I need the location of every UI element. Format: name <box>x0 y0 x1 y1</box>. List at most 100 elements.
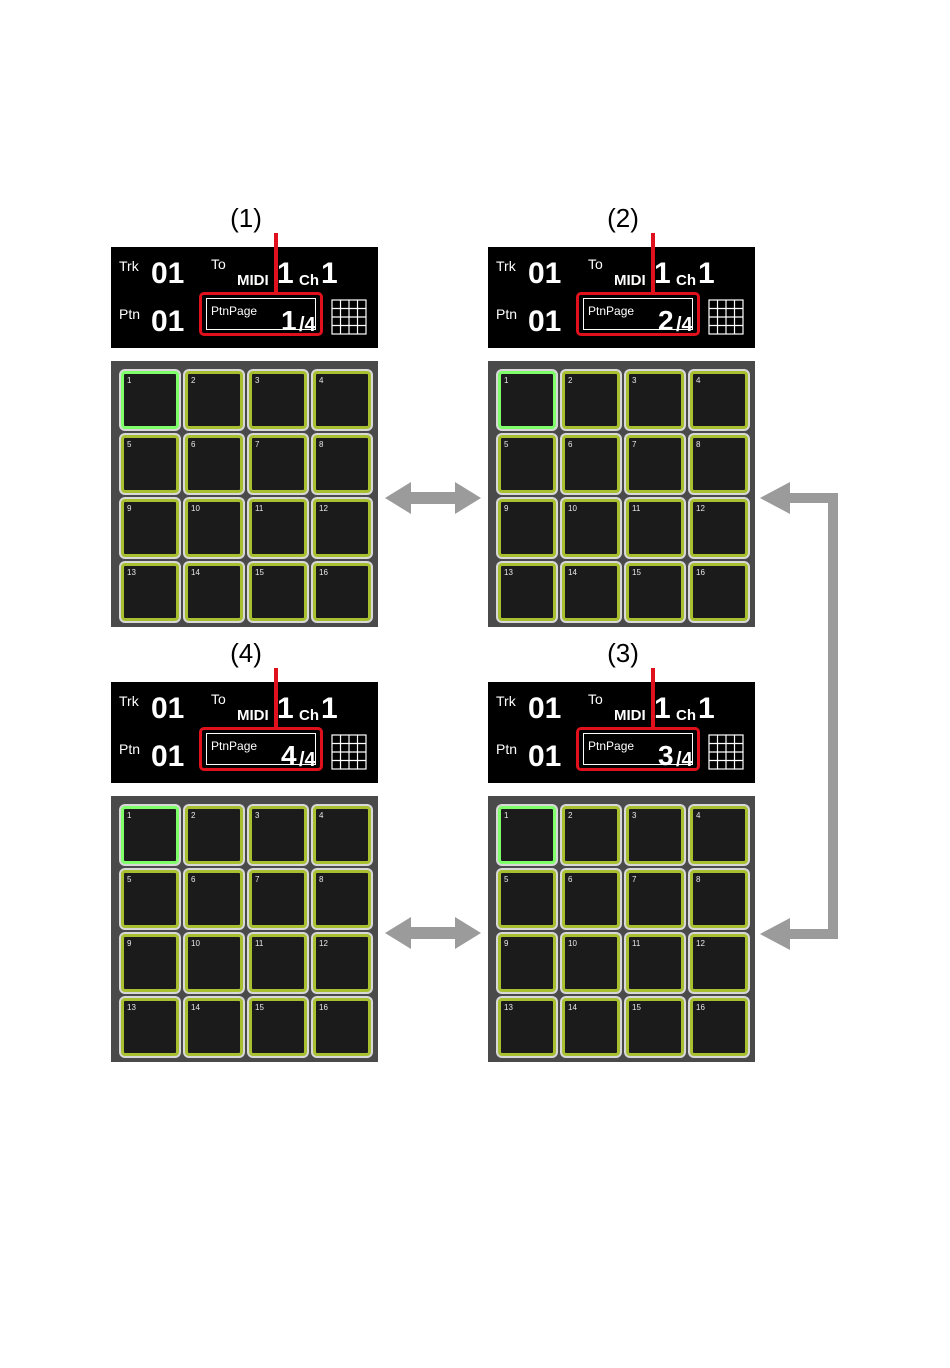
pad-13[interactable]: 13 <box>498 998 556 1056</box>
pad-6[interactable]: 6 <box>562 870 620 928</box>
pad-12[interactable]: 12 <box>313 499 371 557</box>
pad-14[interactable]: 14 <box>562 563 620 621</box>
pad-number: 1 <box>504 376 509 385</box>
pad-number: 9 <box>504 939 509 948</box>
pad-6[interactable]: 6 <box>562 435 620 493</box>
pad-8[interactable]: 8 <box>690 435 748 493</box>
pad-15[interactable]: 15 <box>626 998 684 1056</box>
pad-12[interactable]: 12 <box>690 934 748 992</box>
pad-5[interactable]: 5 <box>498 870 556 928</box>
pad-11[interactable]: 11 <box>626 499 684 557</box>
pad-14[interactable]: 14 <box>185 563 243 621</box>
pad-14[interactable]: 14 <box>562 998 620 1056</box>
callout-line <box>651 668 655 730</box>
pad-13[interactable]: 13 <box>498 563 556 621</box>
pad-9[interactable]: 9 <box>121 934 179 992</box>
ptn-page-number: 1 <box>281 305 297 336</box>
pad-13[interactable]: 13 <box>121 998 179 1056</box>
midi-value: 1 <box>654 257 671 290</box>
pad-12[interactable]: 12 <box>690 499 748 557</box>
pad-number: 4 <box>319 811 324 820</box>
pad-3[interactable]: 3 <box>626 371 684 429</box>
pad-6[interactable]: 6 <box>185 435 243 493</box>
pad-4[interactable]: 4 <box>313 371 371 429</box>
display-screen: Trk 01 To MIDI 1 Ch 1 Ptn 01 PtnPage 1 /… <box>111 247 378 348</box>
midi-value: 1 <box>277 692 294 725</box>
pad-16[interactable]: 16 <box>690 563 748 621</box>
pad-10[interactable]: 10 <box>185 499 243 557</box>
pad-9[interactable]: 9 <box>498 934 556 992</box>
grid-icon <box>331 734 367 770</box>
ptn-page-label: PtnPage <box>588 304 635 318</box>
pad-7[interactable]: 7 <box>249 870 307 928</box>
pad-number: 5 <box>127 440 132 449</box>
pad-9[interactable]: 9 <box>121 499 179 557</box>
ptn-page-total: /4 <box>299 314 316 336</box>
pad-8[interactable]: 8 <box>313 435 371 493</box>
pad-5[interactable]: 5 <box>121 870 179 928</box>
pad-1[interactable]: 1 <box>498 806 556 864</box>
ch-label: Ch <box>676 707 696 724</box>
pad-1[interactable]: 1 <box>498 371 556 429</box>
pad-12[interactable]: 12 <box>313 934 371 992</box>
pad-2[interactable]: 2 <box>562 371 620 429</box>
pad-10[interactable]: 10 <box>562 499 620 557</box>
pad-11[interactable]: 11 <box>249 499 307 557</box>
pad-number: 15 <box>632 568 641 577</box>
callout-label: (1) <box>230 203 262 233</box>
pad-5[interactable]: 5 <box>498 435 556 493</box>
pad-16[interactable]: 16 <box>690 998 748 1056</box>
pad-3[interactable]: 3 <box>626 806 684 864</box>
pad-16[interactable]: 16 <box>313 998 371 1056</box>
pad-3[interactable]: 3 <box>249 806 307 864</box>
pad-8[interactable]: 8 <box>313 870 371 928</box>
midi-label: MIDI <box>237 707 269 724</box>
pad-5[interactable]: 5 <box>121 435 179 493</box>
pad-number: 8 <box>696 875 701 884</box>
pad-15[interactable]: 15 <box>249 998 307 1056</box>
midi-label: MIDI <box>614 707 646 724</box>
pad-10[interactable]: 10 <box>562 934 620 992</box>
ch-label: Ch <box>299 707 319 724</box>
ptn-label: Ptn <box>496 306 518 322</box>
pad-number: 8 <box>319 875 324 884</box>
pad-number: 15 <box>632 1003 641 1012</box>
pad-14[interactable]: 14 <box>185 998 243 1056</box>
pad-15[interactable]: 15 <box>626 563 684 621</box>
pad-number: 1 <box>504 811 509 820</box>
pad-7[interactable]: 7 <box>626 870 684 928</box>
pad-2[interactable]: 2 <box>185 806 243 864</box>
ptn-page-total: /4 <box>299 749 316 771</box>
pad-number: 5 <box>504 875 509 884</box>
pad-6[interactable]: 6 <box>185 870 243 928</box>
pad-2[interactable]: 2 <box>562 806 620 864</box>
ptn-value: 01 <box>528 305 562 338</box>
pad-11[interactable]: 11 <box>626 934 684 992</box>
pad-15[interactable]: 15 <box>249 563 307 621</box>
pad-1[interactable]: 1 <box>121 806 179 864</box>
pad-2[interactable]: 2 <box>185 371 243 429</box>
midi-label: MIDI <box>614 272 646 289</box>
display-screen: Trk 01 To MIDI 1 Ch 1 Ptn 01 PtnPage 4 /… <box>111 682 378 783</box>
callout-line <box>274 233 278 295</box>
pad-4[interactable]: 4 <box>690 371 748 429</box>
pad-13[interactable]: 13 <box>121 563 179 621</box>
pad-11[interactable]: 11 <box>249 934 307 992</box>
pad-9[interactable]: 9 <box>498 499 556 557</box>
pad-4[interactable]: 4 <box>690 806 748 864</box>
pad-1[interactable]: 1 <box>121 371 179 429</box>
pad-number: 16 <box>696 568 705 577</box>
pad-10[interactable]: 10 <box>185 934 243 992</box>
pad-number: 3 <box>632 811 637 820</box>
pad-4[interactable]: 4 <box>313 806 371 864</box>
ptn-label: Ptn <box>496 741 518 757</box>
panel-4: (4) Trk 01 To MIDI 1 Ch 1 Ptn 01 PtnPage… <box>111 638 381 1068</box>
pad-3[interactable]: 3 <box>249 371 307 429</box>
pad-7[interactable]: 7 <box>626 435 684 493</box>
pad-8[interactable]: 8 <box>690 870 748 928</box>
pad-7[interactable]: 7 <box>249 435 307 493</box>
double-arrow-icon <box>385 917 481 949</box>
pad-16[interactable]: 16 <box>313 563 371 621</box>
